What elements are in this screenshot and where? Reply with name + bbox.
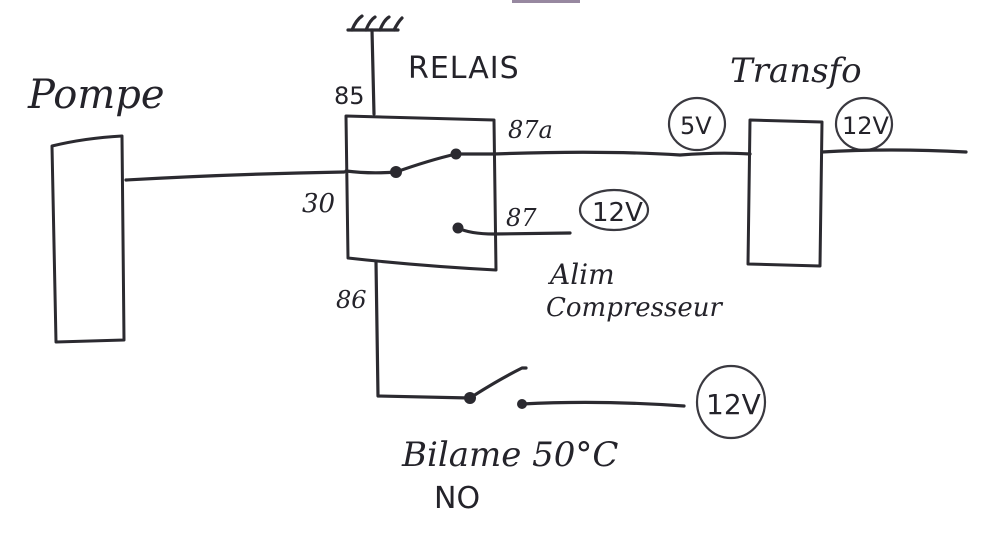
voltage-transfo-out-label: 12V bbox=[842, 112, 890, 140]
ground-icon bbox=[346, 14, 404, 116]
wire-87-to-supply bbox=[456, 226, 572, 236]
pump-box bbox=[50, 134, 126, 344]
transformer-box bbox=[746, 118, 824, 268]
wire-87a-to-transfo bbox=[492, 150, 752, 157]
pump-label: Pompe bbox=[27, 72, 165, 118]
pin-87a-label: 87a bbox=[508, 116, 553, 144]
pin-87-label: 87 bbox=[506, 204, 537, 232]
compressor-label: Compresseur bbox=[546, 293, 723, 323]
voltage-87-label: 12V bbox=[592, 198, 643, 228]
alim-label: Alim bbox=[547, 258, 615, 291]
voltage-badge-switch bbox=[695, 364, 767, 440]
voltage-badge-87 bbox=[578, 188, 650, 232]
voltage-badge-transfo-in bbox=[667, 96, 727, 152]
wire-switch-to-supply bbox=[520, 400, 686, 408]
pin-30-label: 30 bbox=[302, 189, 335, 219]
wire-transfo-out bbox=[820, 148, 968, 154]
wire-86-to-switch bbox=[374, 260, 472, 400]
voltage-switch-label: 12V bbox=[706, 388, 761, 421]
relay-box bbox=[344, 114, 498, 272]
wire-pump-to-30 bbox=[124, 170, 346, 182]
voltage-transfo-in-label: 5V bbox=[680, 112, 712, 140]
contact-common-dot bbox=[390, 166, 402, 178]
switch-blade bbox=[468, 366, 528, 400]
transformer-label: Transfo bbox=[730, 51, 862, 91]
relay-label: RELAIS bbox=[408, 51, 520, 86]
pin-85-label: 85 bbox=[334, 82, 365, 110]
bimetal-state-label: NO bbox=[434, 481, 480, 516]
pin-86-label: 86 bbox=[336, 286, 367, 314]
bimetal-switch bbox=[464, 366, 528, 409]
bimetal-label: Bilame 50°C bbox=[401, 435, 618, 475]
scan-edge-mark bbox=[512, 0, 580, 3]
